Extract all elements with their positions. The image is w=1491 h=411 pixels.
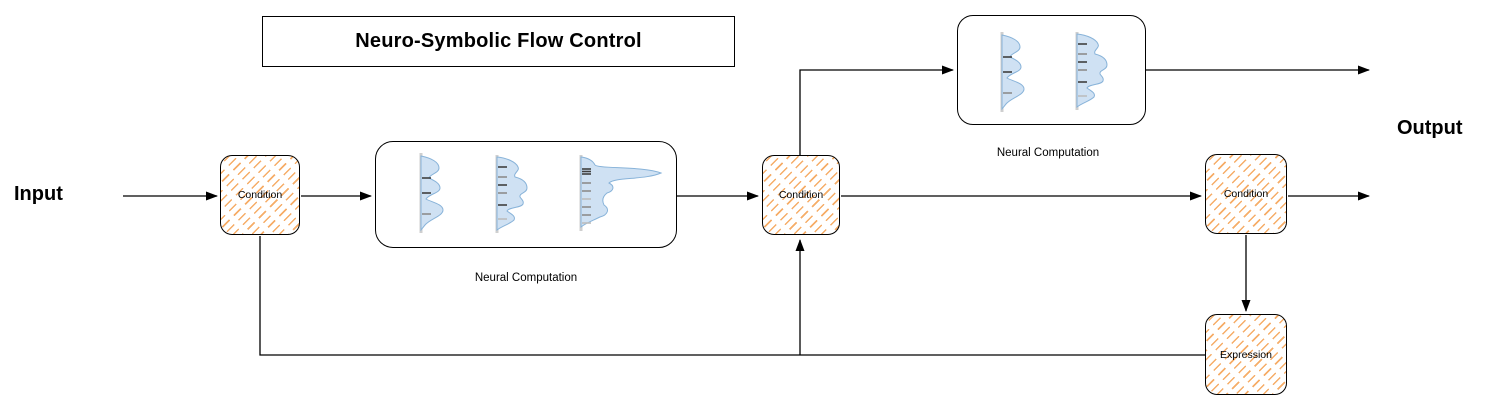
output-label[interactable]: Output [1397,117,1463,139]
neural2-caption: Neural Computation [996,147,1100,159]
expression-node[interactable]: Expression [1205,314,1287,395]
input-label[interactable]: Input [14,183,63,205]
condition2-label: Condition [778,189,824,201]
edge-condition2-to-neural2[interactable] [799,65,954,155]
edge-feedback-line[interactable] [259,236,1205,356]
condition3-node[interactable]: Condition [1205,154,1287,234]
condition1-label: Condition [237,189,283,201]
condition2-node[interactable]: Condition [762,155,840,235]
condition3-label: Condition [1223,188,1269,200]
condition1-node[interactable]: Condition [220,155,300,235]
neural1-node[interactable] [375,141,677,248]
density-plots-icon [1000,32,1108,112]
expression-label: Expression [1220,348,1272,361]
density-plots-icon [419,153,663,233]
neural1-caption: Neural Computation [474,272,578,284]
diagram-title: Neuro-Symbolic Flow Control [355,30,642,52]
title-box[interactable]: Neuro-Symbolic Flow Control [262,16,735,67]
neural2-node[interactable] [957,15,1146,125]
